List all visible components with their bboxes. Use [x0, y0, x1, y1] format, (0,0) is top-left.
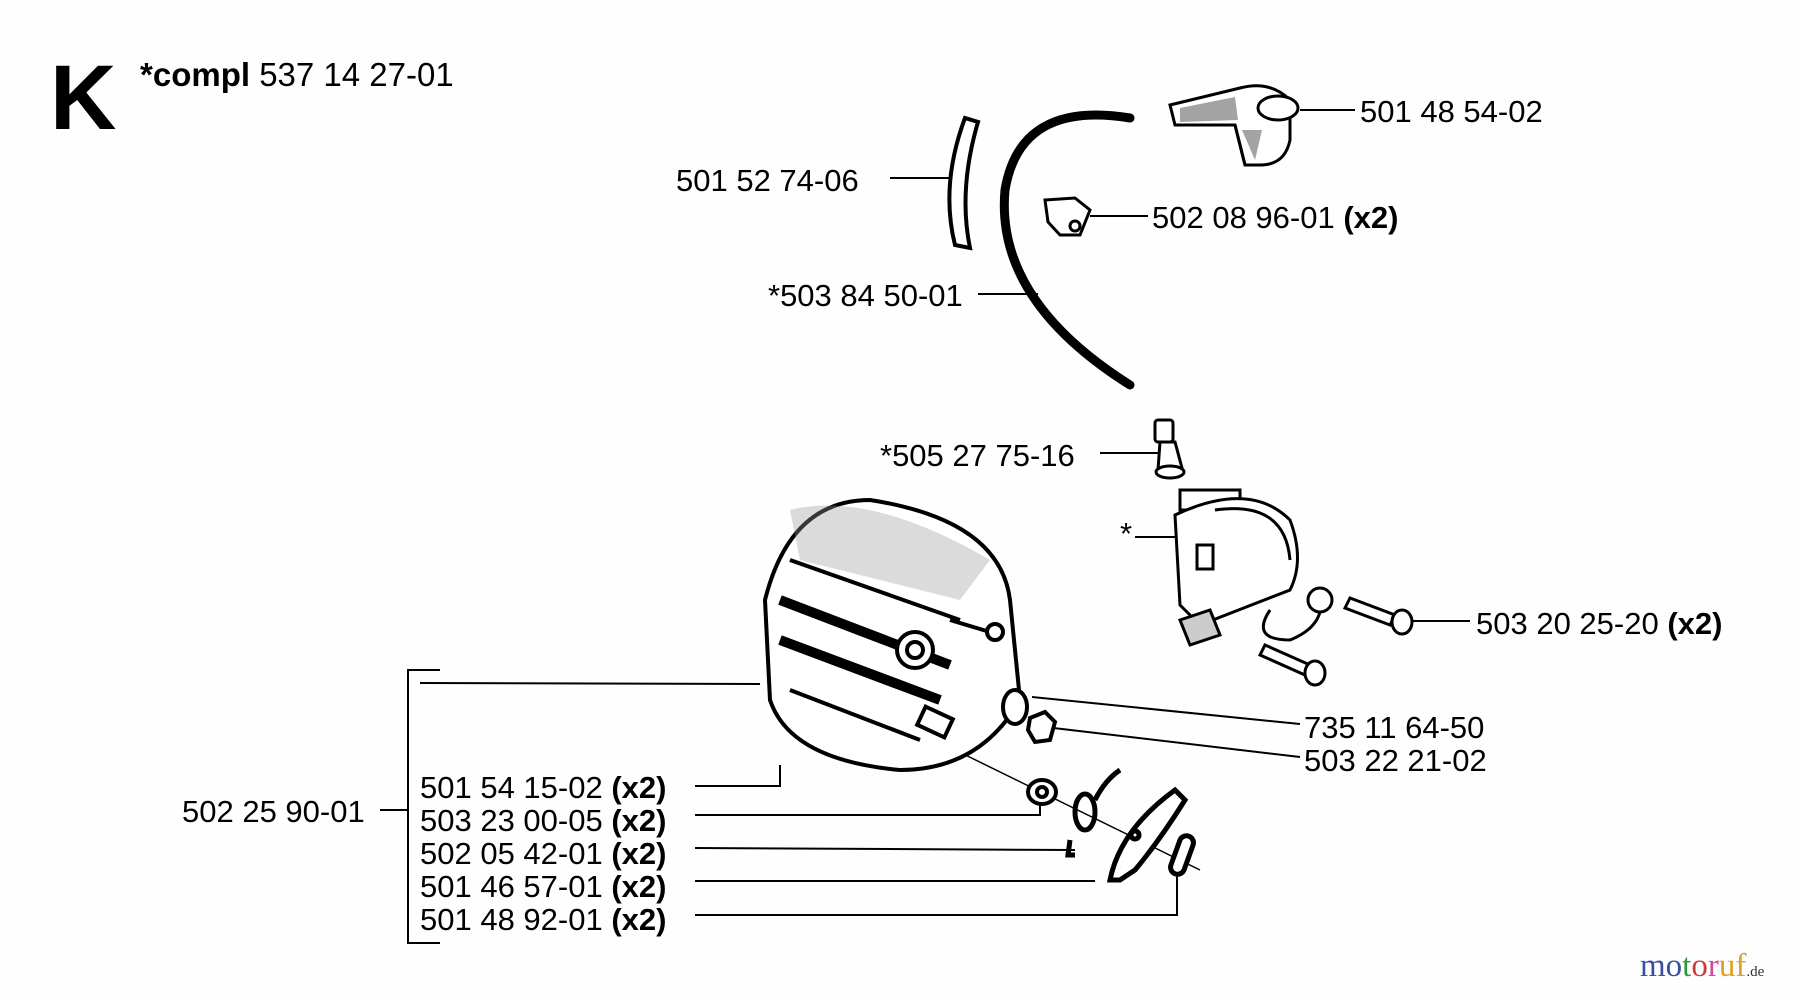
complete-kit-title: *compl 537 14 27-01 — [140, 58, 454, 91]
wm-letter: m — [1640, 948, 1666, 984]
part-label-spark-plug-cap[interactable]: 501 48 54-02 — [1360, 94, 1543, 129]
subpart-label[interactable]: 501 46 57-01 (x2) — [420, 869, 667, 904]
complete-kit-number: 537 14 27-01 — [259, 56, 454, 93]
part-label-ignition-module[interactable]: * — [1120, 516, 1133, 551]
nut-icon — [1025, 709, 1058, 745]
part-label-washer[interactable]: 735 11 64-50 — [1304, 710, 1485, 745]
wm-letter: f — [1735, 948, 1747, 984]
module-screw-icon — [1257, 596, 1414, 687]
wm-letter: r — [1707, 948, 1719, 984]
wm-tld: .de — [1746, 964, 1765, 980]
terminal-icon — [1153, 418, 1186, 480]
subpart-label[interactable]: 503 23 00-05 (x2) — [420, 803, 667, 838]
part-label-ignition-cable[interactable]: *503 84 50-01 — [768, 278, 963, 313]
ignition-cable-icon — [999, 110, 1135, 390]
motoruf-watermark: motoruf.de — [1640, 950, 1764, 983]
part-label-clamp[interactable]: 502 08 96-01 (x2) — [1152, 200, 1399, 235]
pawl-icon — [1106, 786, 1189, 883]
wm-letter: o — [1665, 948, 1683, 984]
compl-prefix: *compl — [140, 56, 251, 93]
hose-sleeve-icon — [947, 115, 981, 251]
pin-icon — [1168, 833, 1196, 877]
spring-icon — [1065, 767, 1122, 858]
flywheel-icon — [762, 497, 1023, 773]
part-label-nut[interactable]: 503 22 21-02 — [1304, 743, 1487, 778]
small-washer-icon — [1026, 778, 1058, 806]
part-label-terminal[interactable]: *505 27 75-16 — [880, 438, 1075, 473]
wm-letter: o — [1691, 948, 1708, 984]
ignition-module-icon — [1173, 488, 1334, 647]
section-letter: K — [50, 47, 117, 149]
part-label-flywheel-assembly[interactable]: 502 25 90-01 — [182, 794, 365, 829]
part-label-module-screw[interactable]: 503 20 25-20 (x2) — [1476, 606, 1723, 641]
subpart-label[interactable]: 501 54 15-02 (x2) — [420, 770, 667, 805]
wm-letter: t — [1682, 948, 1692, 984]
wm-letter: u — [1718, 948, 1736, 984]
subpart-label[interactable]: 501 48 92-01 (x2) — [420, 902, 667, 937]
clamp-icon — [1043, 196, 1092, 237]
subpart-label[interactable]: 502 05 42-01 (x2) — [420, 836, 667, 871]
part-label-hose-sleeve[interactable]: 501 52 74-06 — [676, 163, 859, 198]
washer-icon — [1001, 688, 1029, 726]
